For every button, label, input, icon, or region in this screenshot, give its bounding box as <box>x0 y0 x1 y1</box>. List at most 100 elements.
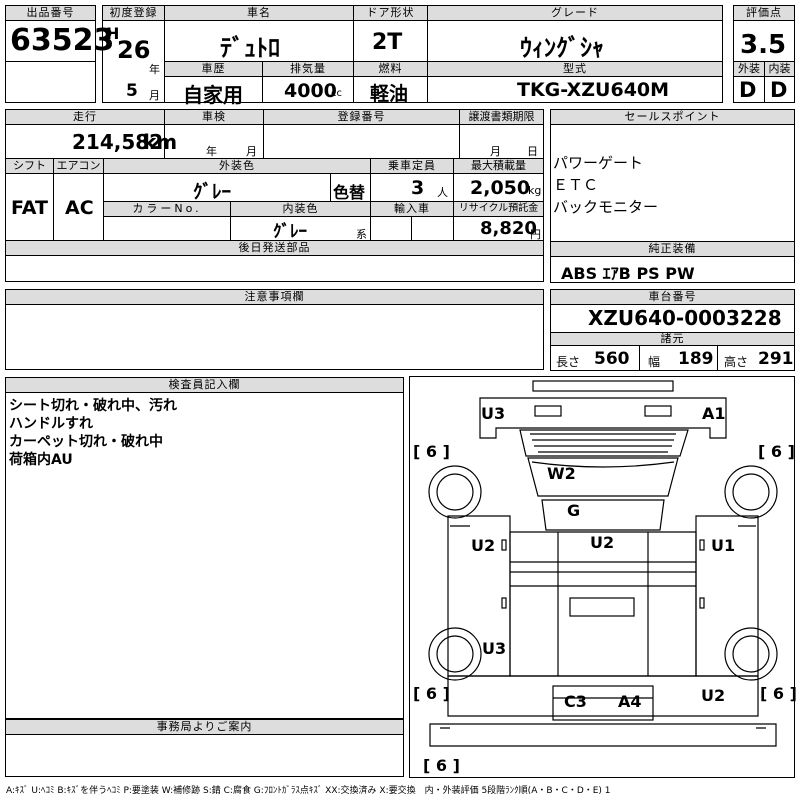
rear-door <box>552 685 654 721</box>
reg-no-label: 登録番号 <box>263 109 460 125</box>
history: 自家用 <box>183 83 243 107</box>
dims-label: 諸元 <box>550 332 795 346</box>
later-parts-cell <box>5 255 544 282</box>
grade-label: グレード <box>427 5 723 21</box>
import-label: 輸入車 <box>370 201 454 217</box>
name-label: 車名 <box>164 5 354 21</box>
int-cell <box>764 76 795 103</box>
equipment: ABS ｴｱB PS PW <box>561 264 695 283</box>
height-label: 高さ <box>724 355 749 369</box>
sales-point-3: バックモニター <box>553 198 659 216</box>
tire-front-left <box>428 465 482 519</box>
mark-u1: U1 <box>711 536 735 555</box>
mark-c3: C3 <box>564 692 587 711</box>
rear-bumper <box>429 723 777 747</box>
shift: FAT <box>11 197 48 219</box>
color-change: 色替 <box>333 183 366 202</box>
recycle: 8,820 <box>480 218 537 239</box>
tire-score-spare: [ 6 ] <box>423 756 460 775</box>
mark-w2: W2 <box>547 464 576 483</box>
dims-divider-2 <box>717 345 718 371</box>
color-label: 外装色 <box>103 158 371 174</box>
capacity: 3 <box>411 177 425 199</box>
inspector-line-4: 荷箱内AU <box>9 452 73 468</box>
cab-roof <box>541 499 665 531</box>
width: 189 <box>678 349 714 369</box>
transfer-label: 譲渡書類期限 <box>459 109 544 125</box>
era: H <box>106 24 120 43</box>
sales-point-1: パワーゲート <box>553 154 644 172</box>
reg-month: 5 <box>126 81 138 101</box>
capacity-unit: 人 <box>437 186 448 199</box>
capacity-label: 乗車定員 <box>370 158 454 174</box>
dims-cell <box>550 345 795 371</box>
reg-no-cell <box>263 124 460 159</box>
history-label: 車歴 <box>164 61 263 77</box>
length-label: 長さ <box>556 355 581 369</box>
mark-u3-top: U3 <box>481 404 505 423</box>
ac: AC <box>65 197 94 219</box>
door-type: 2T <box>372 30 403 55</box>
transfer-day-unit: 日 <box>527 145 538 158</box>
int-color: ｸﾞﾚｰ <box>273 222 307 242</box>
tire-score-rear-right: [ 6 ] <box>760 684 796 703</box>
door-label: ドア形状 <box>353 5 428 21</box>
width-label: 幅 <box>648 355 661 369</box>
lot-label: 出品番号 <box>5 5 96 21</box>
color-no-cell <box>103 216 231 241</box>
int-color-label: 内装色 <box>230 201 371 217</box>
inspector-label: 検査員記入欄 <box>5 377 404 393</box>
equipment-label: 純正装備 <box>550 241 795 257</box>
height: 291 <box>758 349 794 369</box>
lot-lower-cell <box>5 61 96 103</box>
color-divider <box>330 173 331 202</box>
rear-section <box>447 675 759 717</box>
mark-a1: A1 <box>702 404 726 423</box>
tire-score-rear-left: [ 6 ] <box>413 684 450 703</box>
score-label: 評価点 <box>733 5 795 21</box>
load-unit: kg <box>528 184 542 197</box>
inspector-line-1: シート切れ・破れ中、汚れ <box>9 398 177 414</box>
transfer-month-unit: 月 <box>490 145 501 158</box>
displacement-unit: cc <box>331 88 342 99</box>
mark-u2-center: U2 <box>590 533 614 552</box>
int-color-unit: 系 <box>356 228 367 241</box>
import-divider <box>411 216 412 241</box>
caution-label: 注意事項欄 <box>5 289 544 305</box>
chassis-label: 車台番号 <box>550 289 795 305</box>
tire-rear-left <box>428 627 482 681</box>
damage-legend: A:ｷｽﾞ U:ﾍｺﾐ B:ｷｽﾞを伴うﾍｺﾐ P:要塗装 W:補修跡 S:錆 … <box>6 786 611 796</box>
cargo-box <box>509 531 697 677</box>
front-bumper <box>479 397 727 439</box>
color-no-label: カラーNo. <box>103 201 231 217</box>
displacement: 4000 <box>284 80 337 102</box>
import-cell <box>370 216 454 241</box>
mileage-label: 走行 <box>5 109 165 125</box>
inspection-year-unit: 年 <box>206 145 217 158</box>
tire-rear-right <box>724 627 778 681</box>
inspection-label: 車検 <box>164 109 264 125</box>
tire-front-right <box>724 465 778 519</box>
recycle-unit: 円 <box>530 228 541 241</box>
mark-a4: A4 <box>618 692 642 711</box>
ac-label: エアコン <box>53 158 104 174</box>
ext-grade: D <box>739 78 757 102</box>
ext-label: 外装 <box>733 61 765 77</box>
fuel: 軽油 <box>370 83 409 105</box>
tire-score-front-right: [ 6 ] <box>758 442 795 461</box>
lot-number: 63523 <box>10 23 115 58</box>
mark-g: G <box>567 501 580 520</box>
inspector-cell <box>5 392 404 719</box>
inspector-line-3: カーペット切れ・破れ中 <box>9 434 163 450</box>
int-label: 内装 <box>764 61 795 77</box>
first-reg-label: 初度登録 <box>102 5 165 21</box>
inspector-line-2: ハンドルすれ <box>9 416 93 432</box>
diagram-frame <box>409 376 795 778</box>
month-unit: 月 <box>149 89 160 102</box>
length: 560 <box>594 349 630 369</box>
load: 2,050 <box>470 177 531 199</box>
dims-divider-1 <box>639 345 640 371</box>
equipment-cell <box>550 256 795 283</box>
chassis-number: XZU640-0003228 <box>588 306 782 330</box>
reg-year: 26 <box>117 36 151 64</box>
